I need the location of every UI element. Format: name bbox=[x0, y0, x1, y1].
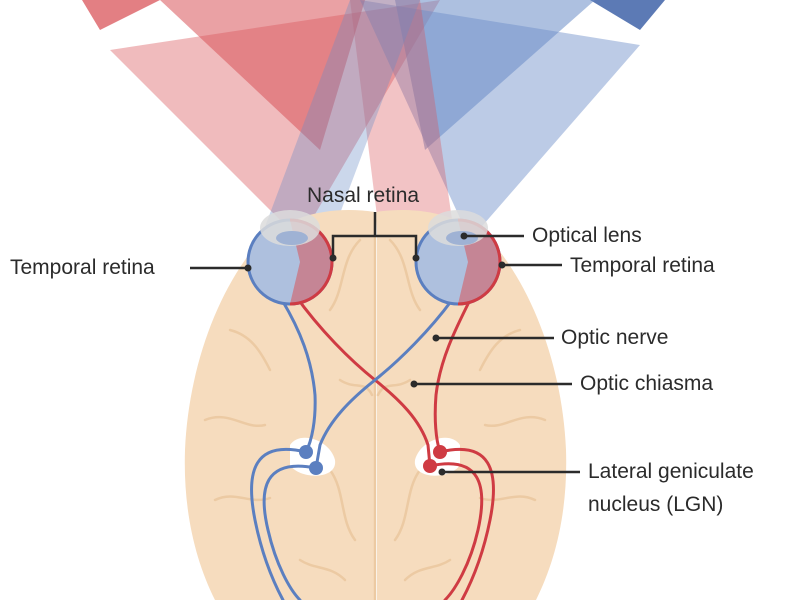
label-lgn-line2: nucleus (LGN) bbox=[588, 493, 724, 516]
red-radiation-2 bbox=[428, 462, 484, 600]
brain bbox=[184, 209, 567, 600]
lgn-nuclei bbox=[299, 445, 447, 475]
label-lgn-line1: Lateral geniculate bbox=[588, 460, 754, 483]
left-lens-inner bbox=[276, 231, 308, 245]
blue-pathway-left-eye bbox=[280, 298, 317, 454]
right-field-arc bbox=[590, 0, 665, 30]
red-pathway-right-eye bbox=[433, 298, 472, 454]
left-eye bbox=[246, 210, 334, 306]
optic-pathways bbox=[250, 293, 495, 600]
left-field-arc bbox=[82, 0, 160, 30]
label-optical-lens: Optical lens bbox=[532, 224, 642, 247]
label-temporal-retina-right: Temporal retina bbox=[570, 254, 715, 277]
red-radiation-1 bbox=[438, 447, 495, 600]
brain-right-hemisphere bbox=[376, 209, 567, 600]
lgn-blue-dot-2 bbox=[309, 461, 323, 475]
lgn-blue-dot-1 bbox=[299, 445, 313, 459]
red-nasal-beam bbox=[350, 0, 455, 240]
brain-folds bbox=[203, 218, 547, 600]
label-optic-chiasma: Optic chiasma bbox=[580, 372, 714, 395]
blue-radiation-1 bbox=[250, 447, 308, 600]
blue-nasal-beam bbox=[260, 0, 420, 240]
nasal-retina-bracket bbox=[331, 212, 418, 258]
label-nasal-retina: Nasal retina bbox=[307, 184, 420, 207]
blue-pathway-right-eye bbox=[314, 298, 454, 470]
right-eye bbox=[414, 210, 502, 306]
red-cone-outer bbox=[110, 0, 440, 240]
blue-cone-inner bbox=[395, 0, 595, 150]
lgn-red-dot-1 bbox=[433, 445, 447, 459]
label-optic-nerve: Optic nerve bbox=[561, 326, 669, 349]
visual-field-cones bbox=[110, 0, 640, 240]
brain-left-hemisphere bbox=[184, 209, 375, 600]
leader-dots bbox=[244, 232, 506, 476]
blue-radiation-2 bbox=[262, 464, 318, 600]
red-cone-inner bbox=[160, 0, 365, 150]
lgn-red-dot-2 bbox=[423, 459, 437, 473]
visual-field-arcs bbox=[82, 0, 665, 30]
label-temporal-retina-left: Temporal retina bbox=[10, 256, 155, 279]
leader-lines bbox=[190, 212, 580, 474]
